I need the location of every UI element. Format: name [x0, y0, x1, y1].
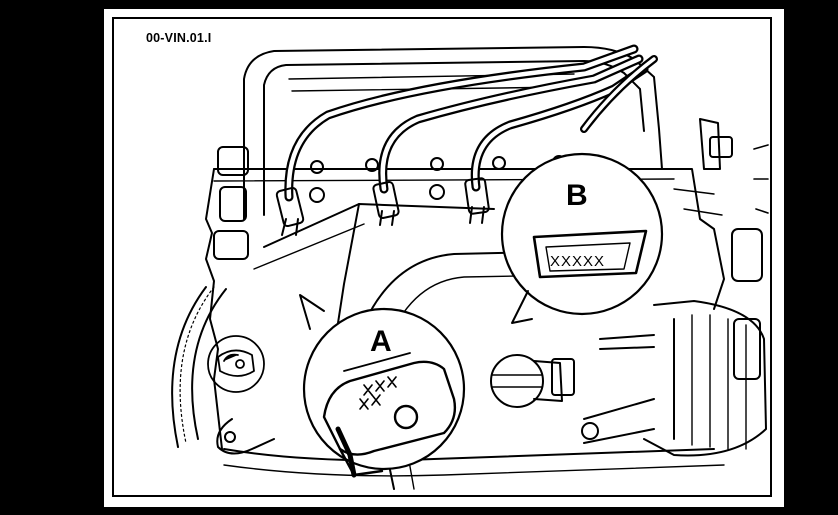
oil-filler-plug: [490, 354, 563, 408]
flywheel-ring: [171, 286, 227, 448]
callout-a-magnifier: [299, 294, 466, 478]
distributor-area: [673, 118, 769, 380]
engine-illustration: B XXXXX A: [171, 44, 769, 490]
figure-reference-code: 00-VIN.01.I: [146, 31, 212, 45]
callout-a-label: A: [370, 325, 392, 358]
callout-b-magnifier: [500, 152, 664, 324]
callout-b-label: B: [566, 179, 588, 212]
left-inset-detail: [207, 335, 265, 393]
callout-b-stamp-text: XXXXX: [550, 253, 605, 270]
alternator: [551, 300, 767, 457]
ignition-leads: [275, 44, 658, 236]
diagram-frame: B XXXXX A 00-VIN.01.I: [112, 17, 772, 497]
diagram-sheet: B XXXXX A 00-VIN.01.I: [104, 9, 784, 507]
